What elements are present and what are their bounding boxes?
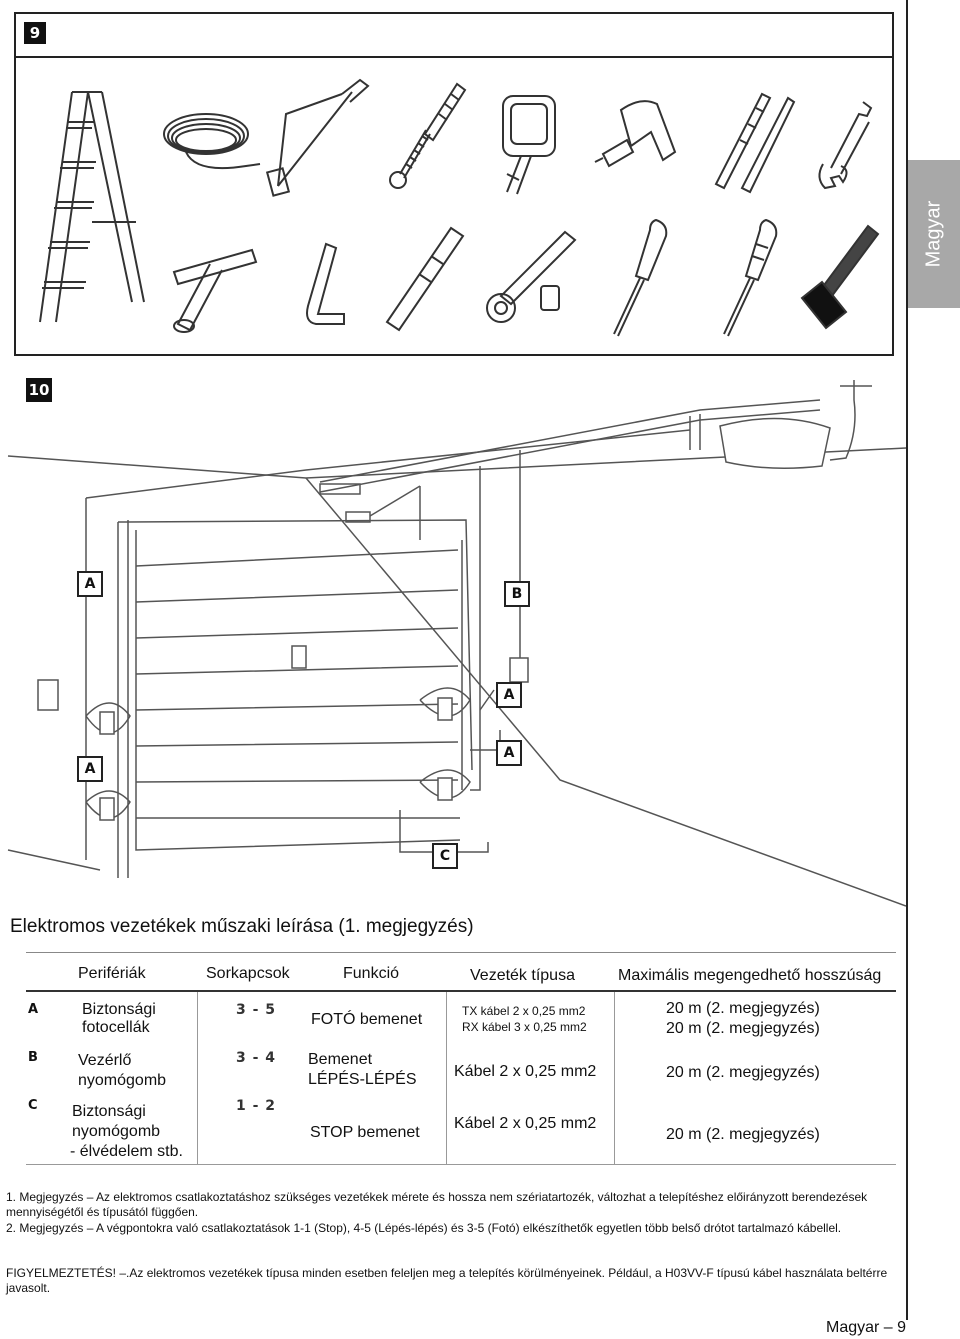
label-a-right-top: A — [496, 682, 522, 708]
page-footer: Magyar – 9 — [826, 1319, 907, 1336]
header-rule — [26, 990, 896, 992]
row-b-letter: B — [28, 1050, 38, 1065]
row-a-cable-1: TX kábel 2 x 0,25 mm2 — [462, 1004, 586, 1018]
row-c-function: STOP bemenet — [310, 1124, 420, 1141]
row-c-periph-1: Biztonsági — [72, 1103, 146, 1120]
wall-plug-icon — [423, 82, 467, 142]
row-a-cable-2: RX kábel 3 x 0,25 mm2 — [462, 1020, 587, 1034]
warning-note: FIGYELMEZTETÉS! –.Az elektromos vezetéke… — [6, 1266, 888, 1295]
garage-wiring-diagram — [7, 380, 906, 907]
tools-panel: 9 — [14, 12, 894, 356]
socket-wrench-icon — [172, 248, 258, 333]
row-c-letter: C — [28, 1098, 38, 1113]
row-a-function: FOTÓ bemenet — [311, 1011, 423, 1028]
language-tab-label: Magyar — [922, 200, 945, 268]
label-b: B — [504, 581, 530, 607]
note-2: 2. Megjegyzés – A végpontokra való csatl… — [6, 1221, 842, 1235]
header-cable: Vezeték típusa — [470, 967, 575, 984]
screw-icon — [389, 129, 431, 189]
hex-key-icon — [306, 242, 345, 325]
table-top-rule — [26, 952, 896, 953]
hacksaw-icon — [266, 78, 370, 197]
row-b-len: 20 m (2. megjegyzés) — [666, 1064, 820, 1081]
header-terminals: Sorkapcsok — [206, 965, 290, 982]
row-a-periph-2: fotocellák — [82, 1019, 150, 1036]
ratchet-icon — [486, 230, 577, 323]
row-b-terminal: 3 - 4 — [236, 1050, 277, 1066]
step-9-header-divider — [16, 56, 892, 58]
header-function: Funkció — [343, 965, 400, 982]
language-tab[interactable]: Magyar — [908, 160, 960, 308]
drill-bits-icon — [714, 92, 796, 194]
row-b-cable: Kábel 2 x 0,25 mm2 — [454, 1063, 597, 1080]
row-a-periph-1: Biztonsági — [82, 1001, 156, 1018]
label-a-left-bottom: A — [77, 756, 103, 782]
row-a-letter: A — [28, 1002, 39, 1017]
step-badge-10: 10 — [26, 378, 52, 402]
table-col-rule-1 — [197, 992, 198, 1164]
row-c-periph-3: - élvédelem stb. — [70, 1143, 183, 1160]
label-a-right-bottom: A — [496, 740, 522, 766]
row-a-len-2: 20 m (2. megjegyzés) — [666, 1020, 820, 1037]
table-col-rule-3 — [614, 992, 615, 1164]
screwdriver-flat-icon — [613, 218, 668, 337]
note-1: 1. Megjegyzés – Az elektromos csatlakozt… — [6, 1190, 868, 1219]
ladder-icon — [39, 91, 145, 323]
page-border-right — [906, 0, 908, 1320]
header-periph: Perifériák — [78, 965, 146, 982]
header-maxlen: Maximális megengedhető hosszúság — [618, 967, 882, 984]
cable-coil-icon — [163, 113, 261, 170]
label-a-left-top: A — [77, 571, 103, 597]
step-badge-9: 9 — [24, 22, 46, 44]
section-title: Elektromos vezetékek műszaki leírása (1.… — [10, 916, 474, 937]
screwdriver-phillips-icon — [723, 218, 778, 337]
row-b-periph-2: nyomógomb — [78, 1072, 167, 1089]
wrench-icon — [818, 101, 873, 190]
row-c-terminal: 1 - 2 — [236, 1098, 277, 1114]
drill-icon — [594, 100, 677, 168]
row-b-function-2: LÉPÉS-LÉPÉS — [308, 1071, 417, 1088]
row-c-periph-2: nyomógomb — [72, 1123, 161, 1140]
row-b-function-1: Bemenet — [308, 1051, 373, 1068]
table-col-rule-2 — [446, 992, 447, 1164]
row-a-terminal: 3 - 5 — [236, 1002, 277, 1018]
pencil-icon — [385, 226, 465, 332]
row-c-cable: Kábel 2 x 0,25 mm2 — [454, 1115, 597, 1132]
hammer-icon — [800, 224, 880, 330]
row-c-len: 20 m (2. megjegyzés) — [666, 1126, 820, 1143]
label-c: C — [432, 843, 458, 869]
row-b-periph-1: Vezérlő — [78, 1052, 132, 1069]
row-a-len-1: 20 m (2. megjegyzés) — [666, 1000, 820, 1017]
table-bottom-rule — [26, 1164, 896, 1165]
spirit-level-icon — [502, 95, 556, 195]
